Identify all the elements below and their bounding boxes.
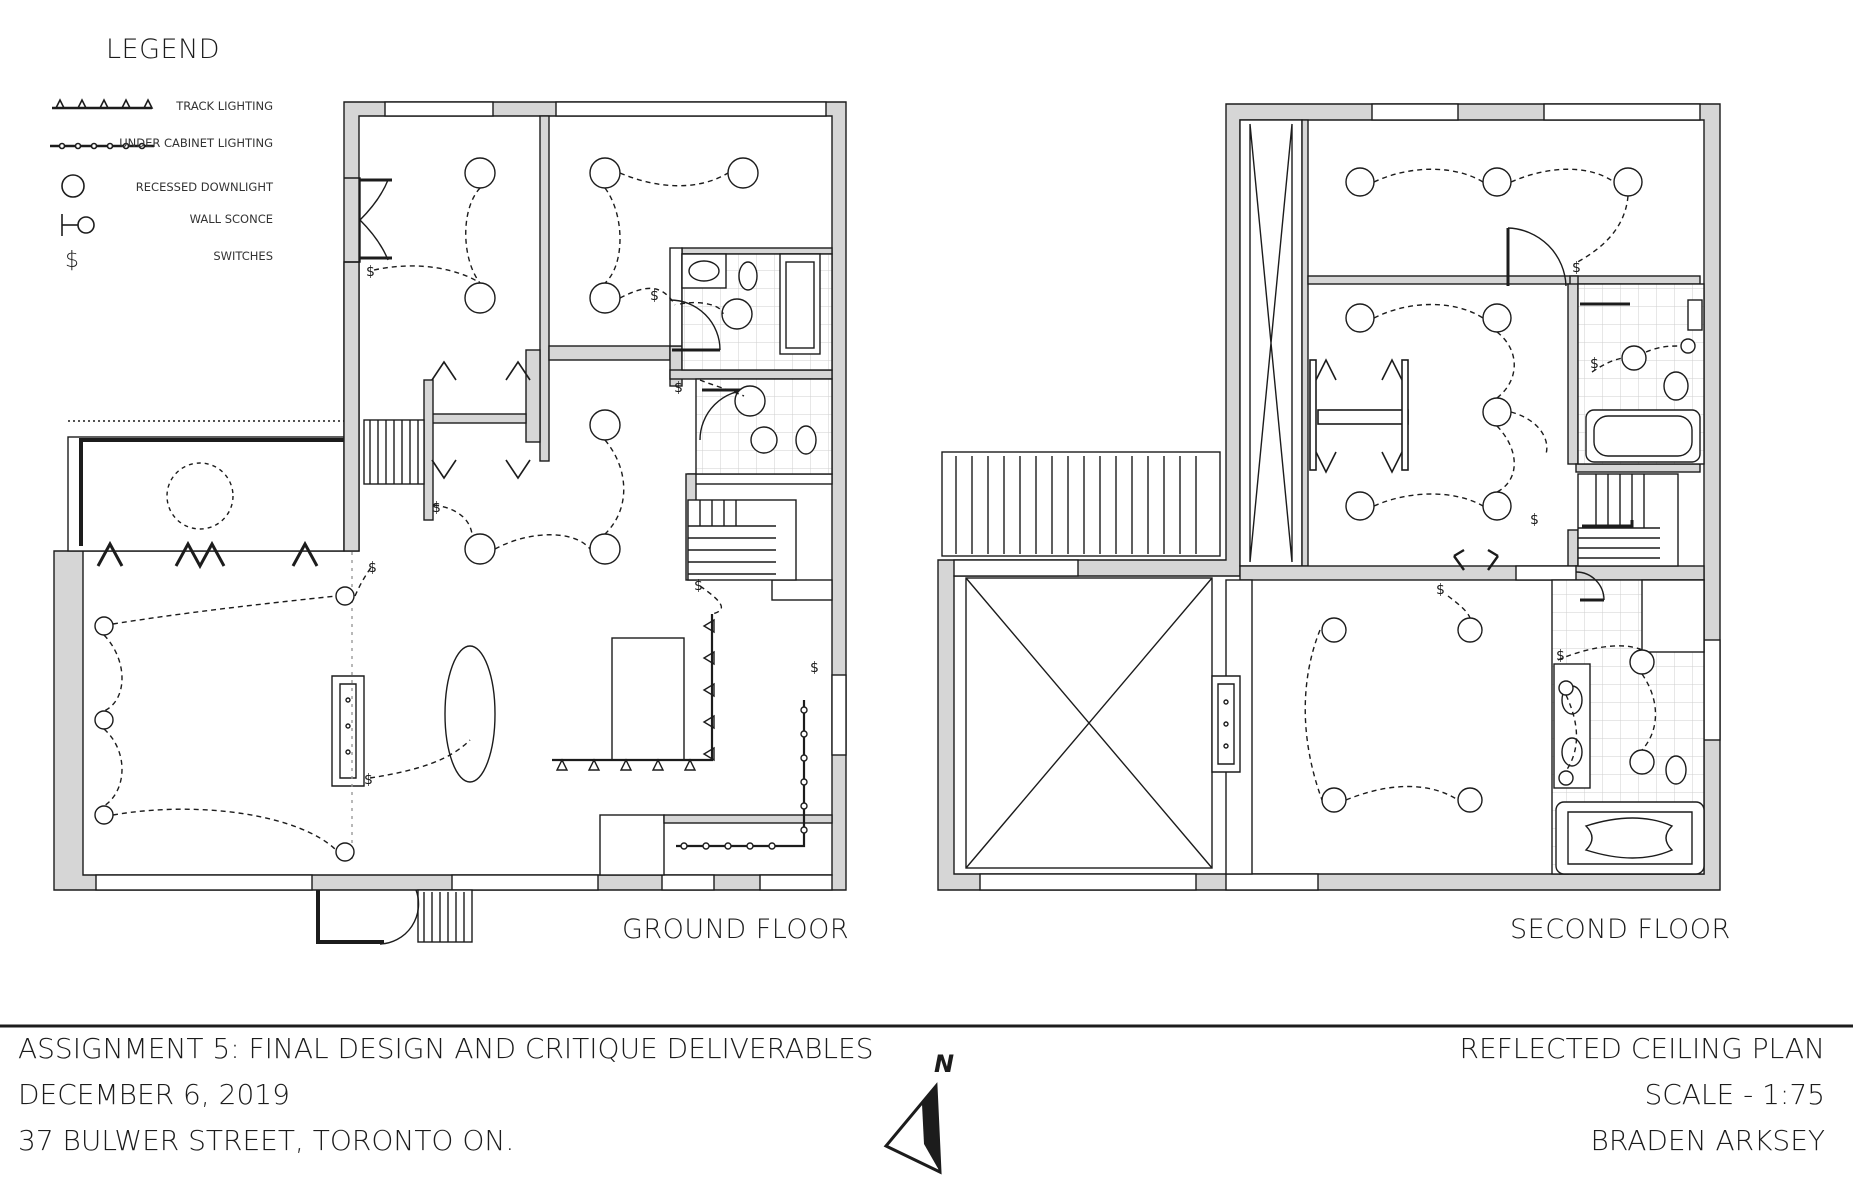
legend-label-track-lighting: TRACK LIGHTING bbox=[176, 99, 273, 113]
second-floor-open-to-below bbox=[965, 119, 1303, 869]
legend-label-under-cabinet: UNDER CABINET LIGHTING bbox=[119, 136, 273, 150]
ground-floor-windows bbox=[95, 101, 847, 891]
svg-text:$: $ bbox=[1556, 648, 1565, 664]
under-cabinet-lighting-symbol bbox=[50, 142, 154, 150]
second-floor-doors bbox=[1453, 227, 1634, 602]
svg-text:$: $ bbox=[674, 380, 683, 396]
title-block-left: ASSIGNMENT 5: FINAL DESIGN AND CRITIQUE … bbox=[18, 1026, 873, 1164]
north-arrow-icon bbox=[883, 1082, 942, 1175]
ground-floor-west-patio bbox=[67, 420, 345, 570]
second-floor-closet bbox=[1309, 358, 1409, 474]
wall-sconce-symbol bbox=[61, 214, 95, 236]
ground-floor-track-lighting bbox=[552, 614, 715, 771]
svg-text:$: $ bbox=[1530, 512, 1539, 528]
ground-floor-stairs bbox=[316, 419, 797, 945]
assignment-title: ASSIGNMENT 5: FINAL DESIGN AND CRITIQUE … bbox=[18, 1032, 874, 1065]
second-floor-switches: $ $ $ $ $ bbox=[1436, 260, 1599, 664]
track-lighting-symbol bbox=[52, 98, 154, 110]
ground-floor-furniture bbox=[331, 637, 685, 787]
svg-text:$: $ bbox=[364, 772, 373, 788]
project-address: 37 BULWER STREET, TORONTO ON. bbox=[18, 1124, 515, 1157]
svg-text:$: $ bbox=[432, 500, 441, 516]
north-label: N bbox=[934, 1050, 955, 1078]
ground-floor-switches: $ $ $ $ $ $ $ $ bbox=[364, 264, 819, 788]
svg-text:$: $ bbox=[1590, 356, 1599, 372]
legend-switch-glyph: $ bbox=[65, 248, 80, 273]
legend-label-wall-sconce: WALL SCONCE bbox=[189, 212, 273, 226]
svg-text:$: $ bbox=[650, 288, 659, 304]
second-floor-recessed-downlights bbox=[1321, 167, 1696, 813]
second-floor-title: SECOND FLOOR bbox=[1510, 914, 1731, 945]
second-floor-windows bbox=[953, 103, 1721, 891]
author-name: BRADEN ARKSEY bbox=[1590, 1124, 1825, 1157]
ground-floor-title: GROUND FLOOR bbox=[622, 914, 850, 945]
assignment-date: DECEMBER 6, 2019 bbox=[18, 1078, 290, 1111]
ground-floor-doors bbox=[344, 177, 751, 441]
drawing-type: REFLECTED CEILING PLAN bbox=[1459, 1032, 1825, 1065]
recessed-downlight-symbol bbox=[61, 174, 85, 198]
second-floor-balcony bbox=[941, 451, 1221, 557]
title-block-right: REFLECTED CEILING PLAN SCALE - 1:75 BRAD… bbox=[1460, 1026, 1825, 1164]
second-floor-switch-circuits bbox=[1304, 168, 1682, 801]
legend-symbols bbox=[50, 98, 154, 236]
ground-floor-fixtures bbox=[681, 253, 821, 455]
legend-label-recessed-downlight: RECESSED DOWNLIGHT bbox=[135, 180, 273, 194]
ground-floor-closet-marks bbox=[431, 360, 531, 480]
ground-floor-switch-circuits bbox=[103, 172, 745, 851]
svg-text:$: $ bbox=[1436, 582, 1445, 598]
svg-text:$: $ bbox=[1572, 260, 1581, 276]
svg-text:$: $ bbox=[366, 264, 375, 280]
second-floor-stairs bbox=[1577, 473, 1679, 567]
svg-text:$: $ bbox=[368, 560, 377, 576]
svg-text:$: $ bbox=[810, 660, 819, 676]
ground-floor-plan: $ $ $ $ $ $ $ $ bbox=[53, 101, 847, 945]
legend-label-switches: SWITCHES bbox=[213, 249, 273, 263]
second-floor-bench bbox=[1211, 675, 1241, 773]
drawing-scale: SCALE - 1:75 bbox=[1644, 1078, 1825, 1111]
second-floor-plan: $ $ $ $ $ bbox=[937, 103, 1721, 891]
svg-text:$: $ bbox=[694, 578, 703, 594]
legend-title: LEGEND bbox=[106, 34, 221, 65]
ground-floor-under-cabinet-lighting bbox=[676, 700, 808, 850]
ground-floor-interior-walls bbox=[343, 115, 833, 876]
